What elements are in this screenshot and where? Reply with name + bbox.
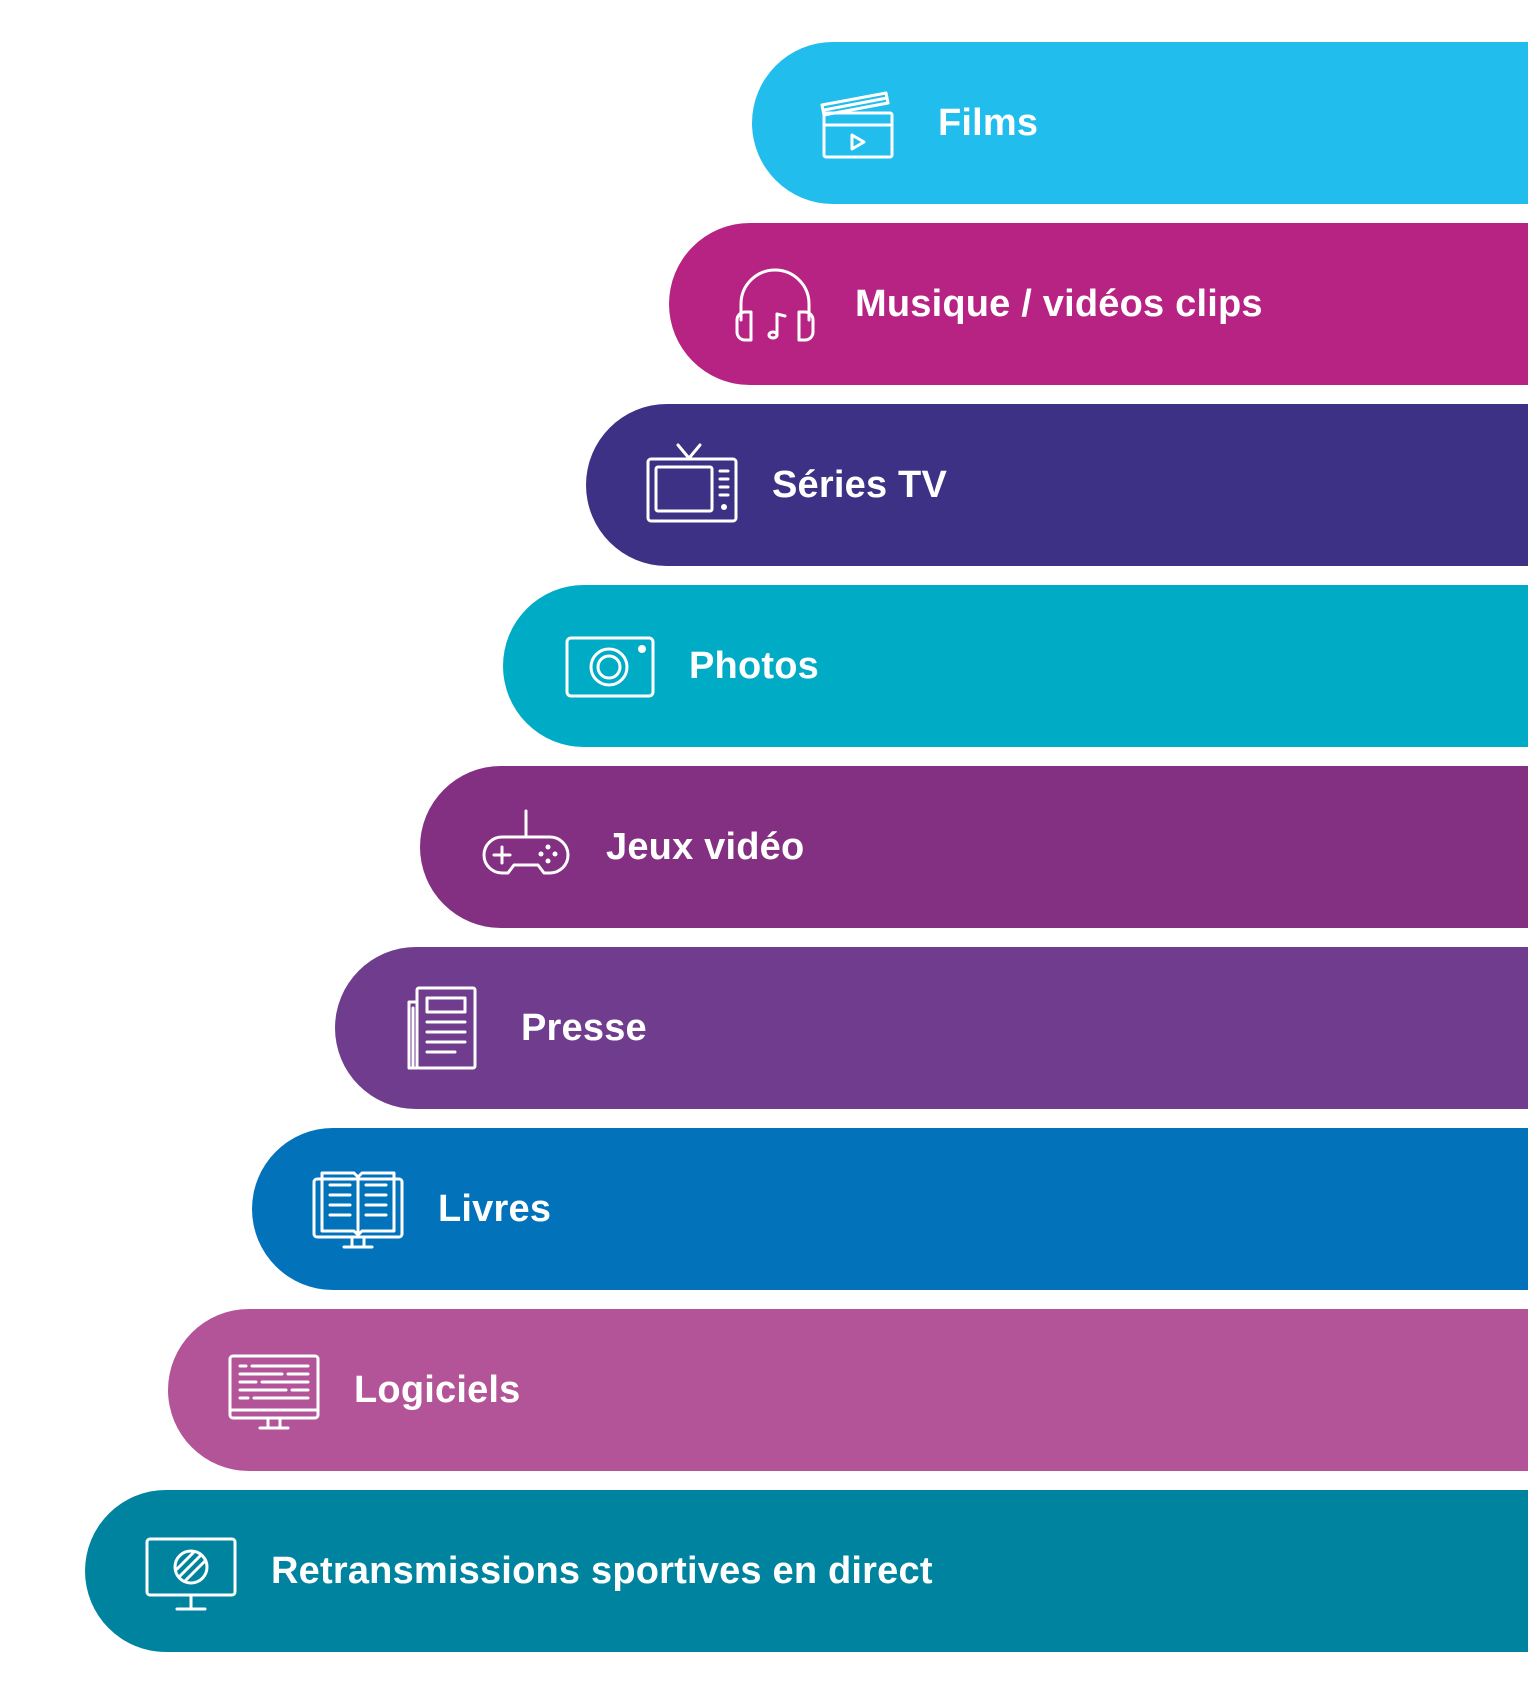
clapperboard-icon (810, 75, 906, 171)
newspaper-icon (393, 980, 489, 1076)
category-bar-books: Livres (252, 1128, 1528, 1290)
camera-icon (561, 618, 657, 714)
television-icon (644, 437, 740, 533)
category-bar-music: Musique / vidéos clips (669, 223, 1528, 385)
category-label: Logiciels (354, 1368, 521, 1411)
category-bar-video-games: Jeux vidéo (420, 766, 1528, 928)
category-label: Retransmissions sportives en direct (271, 1549, 933, 1592)
category-bar-press: Presse (335, 947, 1528, 1109)
software-monitor-icon (226, 1342, 322, 1438)
category-bar-films: Films (752, 42, 1528, 204)
headphones-icon (727, 256, 823, 352)
gamepad-icon (478, 799, 574, 895)
category-bar-photos: Photos (503, 585, 1528, 747)
category-label: Livres (438, 1187, 552, 1230)
ebook-icon (310, 1161, 406, 1257)
category-label: Séries TV (772, 463, 948, 506)
category-label: Films (938, 101, 1039, 144)
category-label: Jeux vidéo (606, 825, 805, 868)
category-bar-software: Logiciels (168, 1309, 1528, 1471)
sport-monitor-icon (143, 1523, 239, 1619)
category-label: Presse (521, 1006, 647, 1049)
category-label: Photos (689, 644, 819, 687)
category-bar-live-sports: Retransmissions sportives en direct (85, 1490, 1528, 1652)
category-label: Musique / vidéos clips (855, 282, 1263, 325)
category-bar-tv-series: Séries TV (586, 404, 1528, 566)
